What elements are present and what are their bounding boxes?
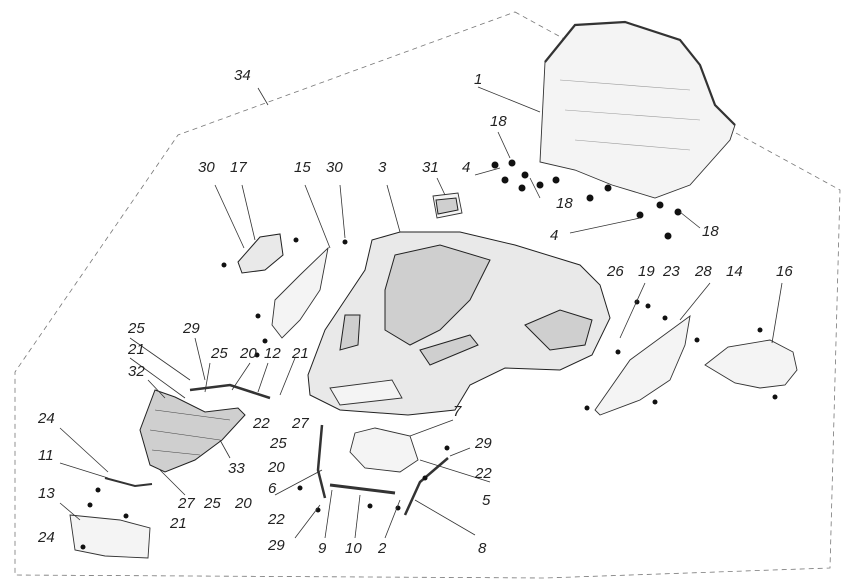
callout-34: 34 bbox=[234, 67, 251, 84]
right-panel-part bbox=[704, 339, 798, 389]
callout-30: 30 bbox=[198, 159, 215, 176]
callout-3: 3 bbox=[378, 159, 387, 176]
callout-5: 5 bbox=[482, 492, 491, 509]
callout-10: 10 bbox=[345, 540, 362, 557]
callout-29: 29 bbox=[267, 537, 285, 554]
callout-25: 25 bbox=[269, 435, 287, 452]
callout-20: 20 bbox=[267, 459, 285, 476]
left-mirror-part bbox=[237, 233, 284, 274]
callout-8: 8 bbox=[478, 540, 487, 557]
callout-12: 12 bbox=[264, 345, 281, 362]
leader-lines bbox=[59, 86, 783, 539]
callout-18: 18 bbox=[556, 195, 573, 212]
callout-4: 4 bbox=[462, 159, 470, 176]
headlight-part bbox=[139, 389, 246, 473]
callout-27: 27 bbox=[291, 415, 309, 432]
callout-27: 27 bbox=[177, 495, 195, 512]
callout-24: 24 bbox=[37, 529, 55, 546]
left-stay-part bbox=[316, 424, 327, 499]
callout-23: 23 bbox=[662, 263, 680, 280]
callout-26: 26 bbox=[606, 263, 624, 280]
right-deflector-part bbox=[594, 314, 691, 416]
hood-fairing-part bbox=[307, 231, 611, 416]
lower-grille-part bbox=[349, 427, 419, 473]
callout-25: 25 bbox=[127, 320, 145, 337]
callout-9: 9 bbox=[318, 540, 327, 557]
callout-28: 28 bbox=[694, 263, 712, 280]
callout-4: 4 bbox=[550, 227, 558, 244]
callout-22: 22 bbox=[252, 415, 270, 432]
callout-21: 21 bbox=[127, 341, 145, 358]
callout-18: 18 bbox=[702, 223, 719, 240]
callout-7: 7 bbox=[453, 403, 462, 420]
callout-22: 22 bbox=[474, 465, 492, 482]
callout-33: 33 bbox=[228, 460, 245, 477]
callout-2: 2 bbox=[377, 540, 387, 557]
callout-18: 18 bbox=[490, 113, 507, 130]
callout-25: 25 bbox=[203, 495, 221, 512]
lower-cover-part bbox=[69, 514, 151, 559]
callout-31: 31 bbox=[422, 159, 439, 176]
callout-13: 13 bbox=[38, 485, 55, 502]
callout-32: 32 bbox=[128, 363, 145, 380]
callout-15: 15 bbox=[294, 159, 311, 176]
upper-bracket-part bbox=[189, 383, 271, 400]
callout-29: 29 bbox=[182, 320, 200, 337]
windshield-fasteners bbox=[491, 159, 682, 240]
instrument-part bbox=[432, 192, 463, 219]
windshield-part bbox=[539, 20, 736, 199]
callout-30: 30 bbox=[326, 159, 343, 176]
callout-17: 17 bbox=[230, 159, 247, 176]
callout-24: 24 bbox=[37, 410, 55, 427]
callout-16: 16 bbox=[776, 263, 793, 280]
callout-29: 29 bbox=[474, 435, 492, 452]
callout-labels: 34 1 18 4 18 4 18 30 17 15 30 3 31 26 19… bbox=[37, 67, 793, 557]
callout-20: 20 bbox=[239, 345, 257, 362]
callout-21: 21 bbox=[169, 515, 187, 532]
callout-11: 11 bbox=[38, 447, 54, 464]
lower-bar-part bbox=[329, 483, 396, 495]
callout-6: 6 bbox=[268, 480, 277, 497]
callout-21: 21 bbox=[291, 345, 309, 362]
bracket-part bbox=[104, 477, 153, 488]
callout-14: 14 bbox=[726, 263, 743, 280]
callout-25: 25 bbox=[210, 345, 228, 362]
callout-1: 1 bbox=[474, 71, 482, 88]
callout-20: 20 bbox=[234, 495, 252, 512]
assembly-boundary bbox=[14, 11, 841, 579]
left-deflector-part bbox=[271, 246, 329, 339]
callout-22: 22 bbox=[267, 511, 285, 528]
callout-19: 19 bbox=[638, 263, 655, 280]
